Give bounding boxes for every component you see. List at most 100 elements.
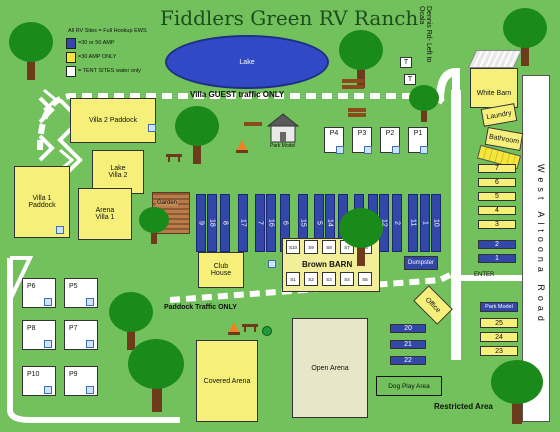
- site-2[interactable]: 2: [478, 240, 516, 249]
- brown-barn-label: Brown BARN: [302, 260, 353, 269]
- site-7[interactable]: 7: [478, 164, 516, 173]
- tree-icon: [139, 207, 169, 244]
- park-model-house[interactable]: [266, 112, 300, 144]
- barn-s4[interactable]: S4: [340, 272, 354, 286]
- site-24[interactable]: 24: [480, 332, 518, 342]
- site-12[interactable]: 12: [380, 219, 388, 227]
- map-title: Fiddlers Green RV Ranch: [160, 6, 419, 30]
- dennis-rd-label: Dennis Rd- Left to Ocala: [418, 6, 432, 63]
- water-hookup-icon: [148, 124, 156, 132]
- legend-swatch-blue: [66, 38, 76, 49]
- site-park-model[interactable]: Park Model: [480, 302, 518, 312]
- water-hookup-icon: [86, 386, 94, 394]
- lake-villa2[interactable]: Lake Villa 2: [92, 150, 144, 194]
- water-hookup-icon: [336, 146, 344, 154]
- barn-s8[interactable]: S8: [322, 240, 336, 254]
- site-2b[interactable]: 2: [393, 221, 401, 225]
- site-18[interactable]: 18: [208, 219, 216, 227]
- site-23[interactable]: 23: [480, 346, 518, 356]
- white-barn[interactable]: White Barn: [470, 68, 518, 108]
- legend-yellow-text: =30 AMP ONLY: [78, 54, 117, 60]
- site-1b[interactable]: 1: [421, 221, 429, 225]
- tree-icon: [109, 292, 153, 350]
- site-5b[interactable]: 5: [315, 221, 323, 225]
- tree-icon: [503, 8, 547, 66]
- picnic-table-icon: [242, 324, 258, 332]
- site-16[interactable]: 16: [267, 219, 275, 227]
- tent-site-t2[interactable]: T: [404, 74, 416, 85]
- site-11[interactable]: 11: [409, 219, 417, 227]
- water-hookup-icon: [86, 340, 94, 348]
- tree-icon: [175, 106, 219, 164]
- left-chevron-road: [38, 96, 55, 162]
- site-p7[interactable]: P7: [64, 320, 98, 350]
- covered-arena[interactable]: Covered Arena: [196, 340, 258, 422]
- dog-play-area[interactable]: Dog Play Area: [376, 376, 442, 396]
- barn-s1[interactable]: S1: [286, 272, 300, 286]
- site-6[interactable]: 6: [478, 178, 516, 187]
- legend-heading: All RV Sites = Full Hookup EWS: [68, 28, 147, 34]
- villa2-paddock[interactable]: Villa 2 Paddock: [70, 98, 156, 143]
- site-9[interactable]: 9: [197, 221, 205, 225]
- site-17[interactable]: 17: [239, 219, 247, 227]
- site-4[interactable]: 4: [478, 206, 516, 215]
- site-20[interactable]: 20: [390, 324, 426, 333]
- barn-s5[interactable]: S5: [358, 272, 372, 286]
- legend-white-text: = TENT SITES water only: [78, 68, 141, 74]
- log-pile-icon: [342, 79, 364, 89]
- picnic-table-icon: [166, 154, 182, 162]
- barn-s2[interactable]: S2: [304, 272, 318, 286]
- open-arena[interactable]: Open Arena: [292, 318, 368, 418]
- site-22[interactable]: 22: [390, 356, 426, 365]
- barn-s3[interactable]: S3: [322, 272, 336, 286]
- tree-icon: [9, 22, 53, 80]
- site-25[interactable]: 25: [480, 318, 518, 328]
- water-hookup-icon: [44, 386, 52, 394]
- club-house[interactable]: Club House: [198, 252, 244, 288]
- paddock-traffic-sign: Paddock Traffic ONLY: [164, 304, 237, 311]
- site-10[interactable]: 10: [432, 219, 440, 227]
- garden-label: Garden: [156, 200, 179, 206]
- site-8[interactable]: 8: [221, 221, 229, 225]
- west-altoona-label: West Altoona Road: [536, 164, 546, 326]
- hedge-icon: [262, 326, 272, 336]
- site-1[interactable]: 1: [478, 254, 516, 263]
- water-hookup-icon: [86, 298, 94, 306]
- site-15[interactable]: 15: [299, 219, 307, 227]
- campfire-icon: [228, 322, 240, 335]
- tree-icon: [339, 208, 383, 266]
- lake: Lake: [165, 35, 329, 89]
- campfire-icon: [236, 140, 248, 153]
- water-hookup-icon: [44, 298, 52, 306]
- tree-icon: [128, 339, 184, 412]
- dumpster[interactable]: Dumpster: [404, 256, 438, 270]
- water-hookup-icon: [420, 146, 428, 154]
- tree-icon: [491, 360, 543, 424]
- water-hookup-icon: [364, 146, 372, 154]
- tent-site-t1[interactable]: T: [400, 57, 412, 68]
- legend-swatch-yellow: [66, 52, 76, 63]
- water-hookup-icon: [44, 340, 52, 348]
- log-pile-icon: [348, 108, 366, 117]
- site-6b[interactable]: 6: [281, 221, 289, 225]
- legend-blue-text: =30 or 50 AMP: [78, 40, 115, 46]
- site-7b[interactable]: 7: [256, 221, 264, 225]
- log-pile-icon: [244, 122, 262, 126]
- water-hookup-icon: [56, 226, 64, 234]
- site-3[interactable]: 3: [478, 220, 516, 229]
- enter-label: ENTER: [474, 272, 495, 278]
- site-14[interactable]: 14: [326, 219, 334, 227]
- barn-s9[interactable]: S9: [304, 240, 318, 254]
- water-hookup-icon: [392, 146, 400, 154]
- restricted-area-label: Restricted Area: [434, 402, 493, 411]
- site-21[interactable]: 21: [390, 340, 426, 349]
- lake-label: Lake: [239, 58, 255, 66]
- park-model-label: Park Model: [270, 143, 296, 149]
- barn-s10[interactable]: S10: [286, 240, 300, 254]
- site-5[interactable]: 5: [478, 192, 516, 201]
- water-hookup-icon: [268, 260, 276, 268]
- tree-icon: [339, 30, 383, 88]
- arena-villa1[interactable]: Arena Villa 1: [78, 188, 132, 240]
- legend-swatch-white: [66, 66, 76, 77]
